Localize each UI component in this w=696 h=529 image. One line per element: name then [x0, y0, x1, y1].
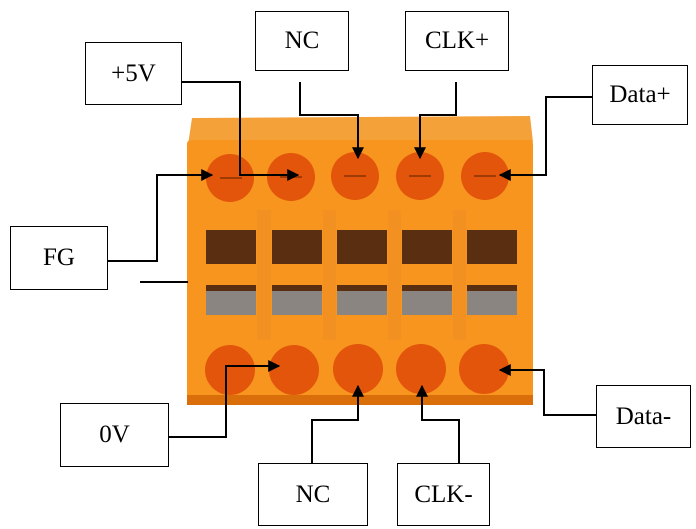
bottom-terminal-row: [205, 344, 509, 395]
leader-clk-minus: [416, 384, 460, 463]
leader-lines: [108, 81, 596, 463]
label-clk-plus-text: CLK+: [424, 27, 490, 54]
leader-nc-top: [299, 82, 364, 160]
leader-plus5v: [182, 81, 300, 181]
label-nc-bottom-text: NC: [295, 480, 331, 508]
connector-ribs: [257, 210, 466, 340]
leader-0v: [169, 360, 281, 438]
leader-data-plus: [498, 96, 592, 181]
label-nc-top: NC: [255, 11, 349, 71]
label-plus5v-text: +5V: [111, 59, 156, 87]
latch-window-row-lower: [206, 285, 517, 315]
label-clk-minus: CLK-: [397, 463, 490, 526]
label-fg: FG: [10, 226, 108, 290]
leader-fg: [108, 169, 214, 262]
leader-data-minus: [498, 364, 596, 416]
label-plus5v: +5V: [85, 42, 182, 105]
label-fg-text: FG: [43, 244, 75, 271]
label-clk-plus: CLK+: [405, 11, 509, 71]
label-0v-text: 0V: [99, 421, 130, 448]
label-data-plus: Data+: [592, 65, 688, 125]
label-data-minus: Data-: [596, 385, 691, 448]
leader-nc-bottom: [311, 384, 364, 463]
terminal-block-connector: [187, 116, 533, 405]
label-data-plus-text: Data+: [609, 81, 671, 108]
label-0v: 0V: [60, 403, 169, 467]
latch-window-row-upper: [203, 227, 519, 267]
label-nc-bottom: NC: [258, 463, 368, 526]
label-nc-top-text: NC: [284, 27, 320, 54]
label-data-minus-text: Data-: [615, 402, 672, 430]
label-clk-minus-text: CLK-: [414, 480, 473, 508]
leader-clk-plus: [414, 82, 457, 160]
